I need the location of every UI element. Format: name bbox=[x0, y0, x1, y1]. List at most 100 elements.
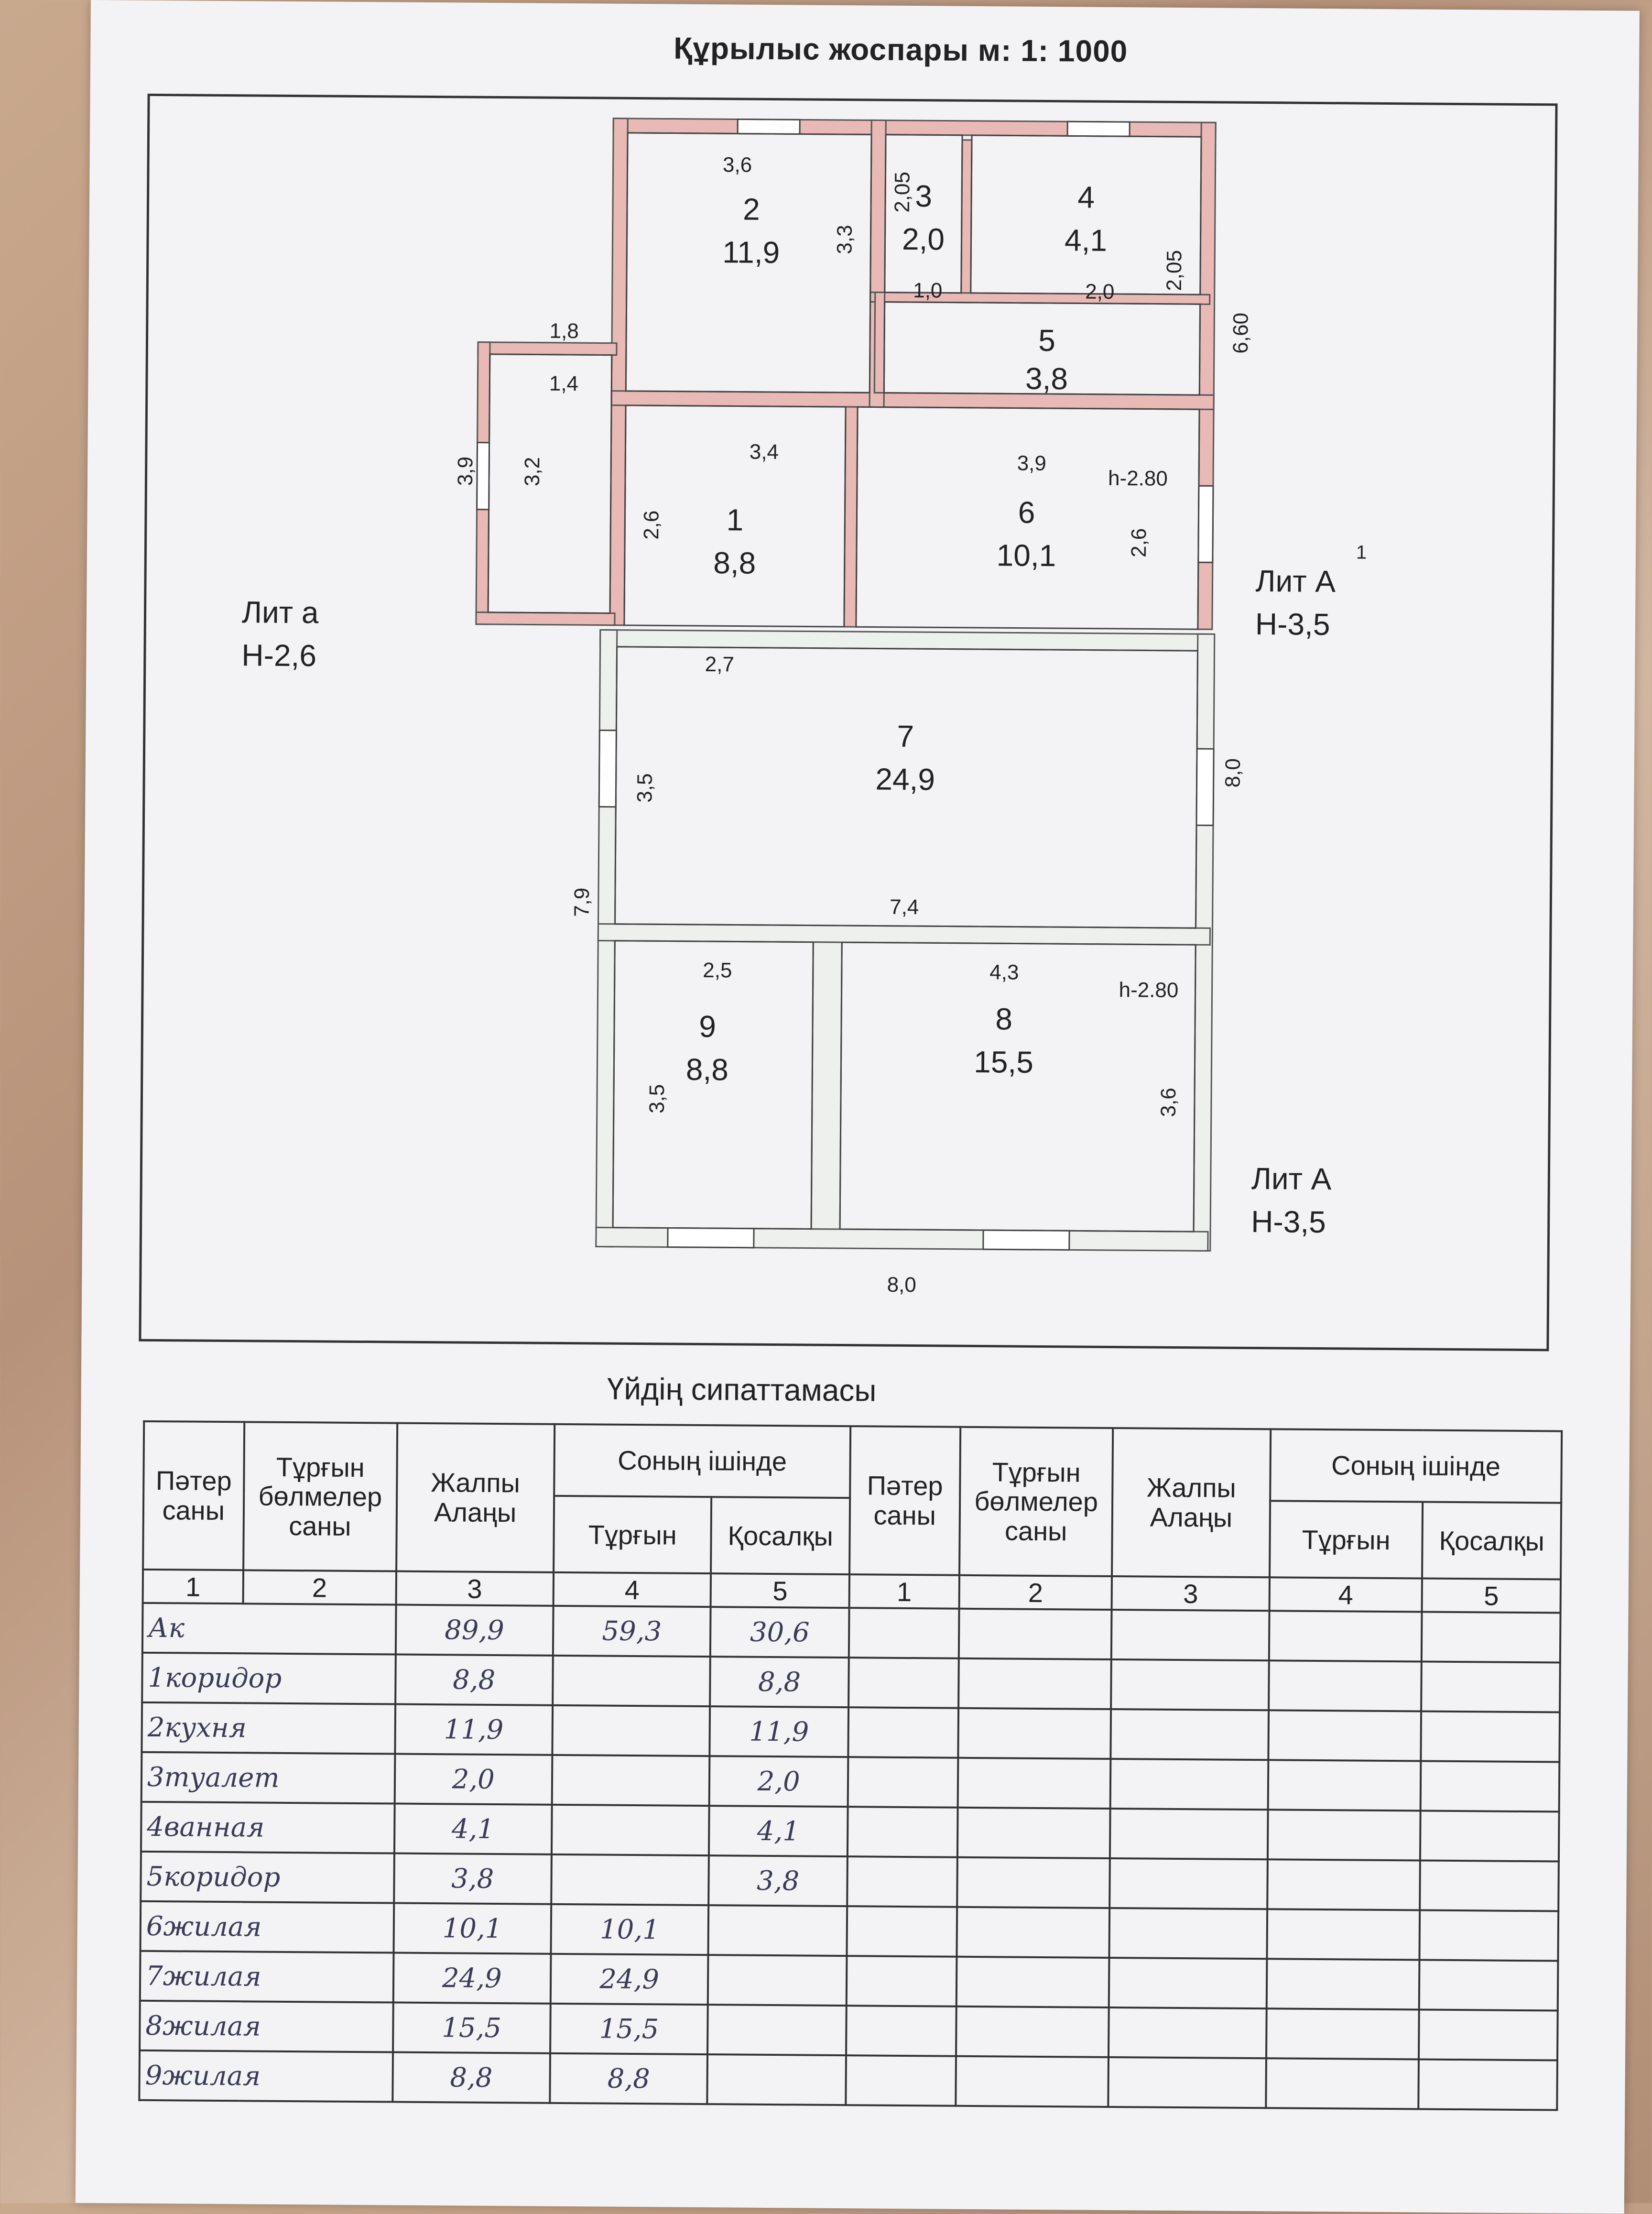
empty-cell bbox=[847, 1906, 957, 1957]
row-aux: 2,0 bbox=[709, 1756, 848, 1807]
dim-porch-top: 1,8 bbox=[549, 319, 579, 343]
lit-a-small-height: Н-2,6 bbox=[241, 638, 316, 673]
col-number: 4 bbox=[553, 1572, 711, 1607]
row-living: 8,8 bbox=[550, 2053, 708, 2105]
dim-r2-w: 3,6 bbox=[723, 153, 752, 176]
empty-cell bbox=[1110, 1758, 1269, 1810]
lit-a-upper-height: Н-3,5 bbox=[1255, 607, 1330, 642]
dimension-labels: 3,6 3,3 2,05 1,0 2,0 2,05 6,60 1,8 1,4 3… bbox=[454, 153, 1253, 1297]
header-auxiliary-2: Қосалқы bbox=[1422, 1502, 1562, 1580]
lit-a-lower-label: Лит А bbox=[1251, 1161, 1332, 1196]
row-living: 24,9 bbox=[550, 1953, 708, 2005]
lit-labels: Лит а Н-2,6 Лит А 1 Н-3,5 Лит А Н-3,5 bbox=[241, 542, 1367, 1240]
header-total: Жалпы Алаңы bbox=[396, 1423, 555, 1572]
empty-cell bbox=[958, 1658, 1112, 1709]
row-aux bbox=[707, 2005, 847, 2056]
empty-cell bbox=[1268, 1710, 1422, 1761]
row-name: 5коридор bbox=[141, 1851, 394, 1903]
empty-cell bbox=[846, 1956, 957, 2007]
room-3-area: 2,0 bbox=[902, 222, 945, 257]
row-total: 24,9 bbox=[393, 1952, 551, 2004]
row-name: 7жилая bbox=[140, 1951, 394, 2003]
empty-cell bbox=[1267, 1810, 1421, 1861]
col-number: 5 bbox=[710, 1573, 850, 1608]
col-number: 2 bbox=[959, 1575, 1112, 1610]
col-number: 1 bbox=[142, 1569, 243, 1604]
dim-r3-h: 2,05 bbox=[891, 172, 914, 213]
col-number: 3 bbox=[1111, 1576, 1270, 1611]
row-total: 89,9 bbox=[395, 1604, 554, 1656]
floor-plan: 2 11,9 3 2,0 4 4,1 5 3,8 1 8,8 6 10,1 7 … bbox=[241, 118, 1367, 1297]
empty-cell bbox=[846, 2055, 956, 2106]
empty-cell bbox=[1420, 1860, 1559, 1911]
empty-cell bbox=[1110, 1709, 1269, 1760]
header-rooms-2: Тұрғын бөлмелер саны bbox=[959, 1427, 1113, 1576]
empty-cell bbox=[1108, 2057, 1266, 2108]
col-number: 4 bbox=[1269, 1577, 1423, 1612]
height-labels: h-2.80 h-2.80 bbox=[1108, 467, 1179, 1002]
dim-r1-h: 2,6 bbox=[640, 510, 663, 540]
empty-cell bbox=[1421, 1661, 1560, 1712]
row-total: 10,1 bbox=[393, 1903, 552, 1954]
header-auxiliary: Қосалқы bbox=[711, 1497, 850, 1575]
room-8-number: 8 bbox=[995, 1002, 1012, 1036]
document-sheet: Құрылыс жоспары м: 1: 1000 bbox=[75, 0, 1640, 2214]
house-characteristics-table: Пәтер саны Тұрғын бөлмелер саны Жалпы Ал… bbox=[138, 1420, 1563, 2111]
empty-cell bbox=[1111, 1609, 1270, 1661]
col-number: 3 bbox=[396, 1571, 554, 1606]
empty-cell bbox=[1268, 1760, 1421, 1811]
empty-cell bbox=[956, 1956, 1109, 2007]
empty-cell bbox=[957, 1757, 1111, 1809]
row-living: 15,5 bbox=[550, 2003, 708, 2055]
row-total: 3,8 bbox=[393, 1853, 552, 1904]
room-2-number: 2 bbox=[743, 192, 760, 227]
row-aux: 8,8 bbox=[710, 1657, 849, 1708]
room-3-number: 3 bbox=[915, 179, 932, 213]
dim-r1-w: 3,4 bbox=[750, 440, 779, 464]
empty-cell bbox=[1268, 1660, 1422, 1712]
empty-cell bbox=[848, 1608, 959, 1658]
dim-r7-top: 2,7 bbox=[705, 653, 735, 676]
header-living-2: Тұрғын bbox=[1269, 1501, 1423, 1579]
table-title: Үйдің сипаттамасы bbox=[607, 1371, 877, 1408]
empty-cell bbox=[848, 1757, 958, 1808]
empty-cell bbox=[1267, 1859, 1421, 1910]
empty-cell bbox=[1418, 2059, 1557, 2110]
lit-a-upper-label: Лит А bbox=[1255, 564, 1336, 599]
empty-cell bbox=[1419, 2009, 1558, 2061]
empty-cell bbox=[848, 1707, 958, 1758]
col-number: 5 bbox=[1422, 1578, 1561, 1613]
room-2-area: 11,9 bbox=[722, 235, 780, 270]
room-7-number: 7 bbox=[897, 719, 914, 753]
dim-r2-h: 3,3 bbox=[833, 225, 856, 254]
row-aux bbox=[708, 1955, 847, 2006]
empty-cell bbox=[956, 2006, 1109, 2057]
empty-cell bbox=[957, 1807, 1111, 1858]
room-labels: 2 11,9 3 2,0 4 4,1 5 3,8 1 8,8 6 10,1 7 … bbox=[686, 179, 1108, 1087]
empty-cell bbox=[846, 2006, 956, 2056]
header-living: Тұрғын bbox=[553, 1495, 712, 1574]
room-4-area: 4,1 bbox=[1065, 223, 1107, 258]
dim-r4-h: 2,05 bbox=[1163, 250, 1186, 291]
dim-r8-w: 4,3 bbox=[989, 960, 1019, 984]
row-aux: 3,8 bbox=[708, 1855, 848, 1907]
row-name: 4ванная bbox=[141, 1801, 395, 1854]
header-total-2: Жалпы Алаңы bbox=[1112, 1428, 1271, 1578]
col-number: 2 bbox=[243, 1570, 396, 1605]
empty-cell bbox=[1267, 1909, 1420, 1960]
row-living bbox=[553, 1655, 711, 1707]
room-4-number: 4 bbox=[1077, 180, 1095, 214]
room-6-area: 10,1 bbox=[996, 538, 1056, 573]
row-total: 15,5 bbox=[392, 2002, 551, 2053]
room-1-area: 8,8 bbox=[713, 545, 756, 580]
row-total: 8,8 bbox=[395, 1654, 553, 1705]
empty-cell bbox=[1109, 1957, 1267, 2009]
room-9-area: 8,8 bbox=[686, 1052, 728, 1087]
dim-r7-h: 3,5 bbox=[633, 773, 656, 803]
empty-cell bbox=[1110, 1808, 1268, 1860]
